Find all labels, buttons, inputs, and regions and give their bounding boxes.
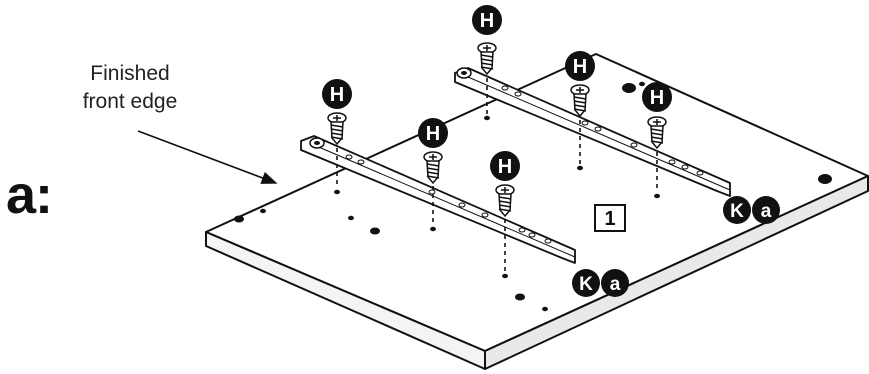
screw-label: H xyxy=(650,87,664,109)
board-holes xyxy=(234,81,832,312)
screw-label: H xyxy=(480,10,494,32)
screw-label-badge xyxy=(642,82,672,112)
drawer-runner-icon xyxy=(454,67,731,197)
screw-icon xyxy=(570,84,590,118)
arrow-icon xyxy=(137,130,278,184)
screw-label-badge xyxy=(472,5,502,35)
runner-label-a: a xyxy=(761,201,772,222)
screw-label-badge xyxy=(565,51,595,81)
screw-icon xyxy=(647,116,667,150)
part-number-box: 1 xyxy=(594,204,626,232)
screw-label-badge xyxy=(418,118,448,148)
screw-labels: H H H H H H xyxy=(322,5,672,181)
screw-label-badge xyxy=(322,79,352,109)
screw-label: H xyxy=(498,156,512,178)
screw-label: H xyxy=(573,56,587,78)
runner-label-k: K xyxy=(730,201,744,222)
drawer-runner-icon xyxy=(300,135,576,264)
guide-lines xyxy=(336,78,658,271)
runner-label-k: K xyxy=(579,274,593,295)
runner-label-a: a xyxy=(610,274,621,295)
runner-label-back: K a xyxy=(723,196,780,224)
target-holes xyxy=(334,115,660,279)
screw-icon xyxy=(477,42,497,76)
screw-icon xyxy=(495,184,515,218)
screw-label: H xyxy=(330,84,344,106)
screw-icon xyxy=(423,151,443,185)
screw-label-badge xyxy=(490,151,520,181)
callout-line-1: Finished xyxy=(90,62,170,85)
step-label: a: xyxy=(6,165,53,225)
screws xyxy=(327,42,667,218)
callout-line-2: front edge xyxy=(82,90,178,113)
screw-label: H xyxy=(426,123,440,145)
front-edge-callout: Finished front edge xyxy=(60,60,200,116)
board-icon xyxy=(205,53,869,370)
runner-label-front: K a xyxy=(572,269,629,297)
part-number: 1 xyxy=(604,208,615,230)
screw-icon xyxy=(327,112,347,146)
